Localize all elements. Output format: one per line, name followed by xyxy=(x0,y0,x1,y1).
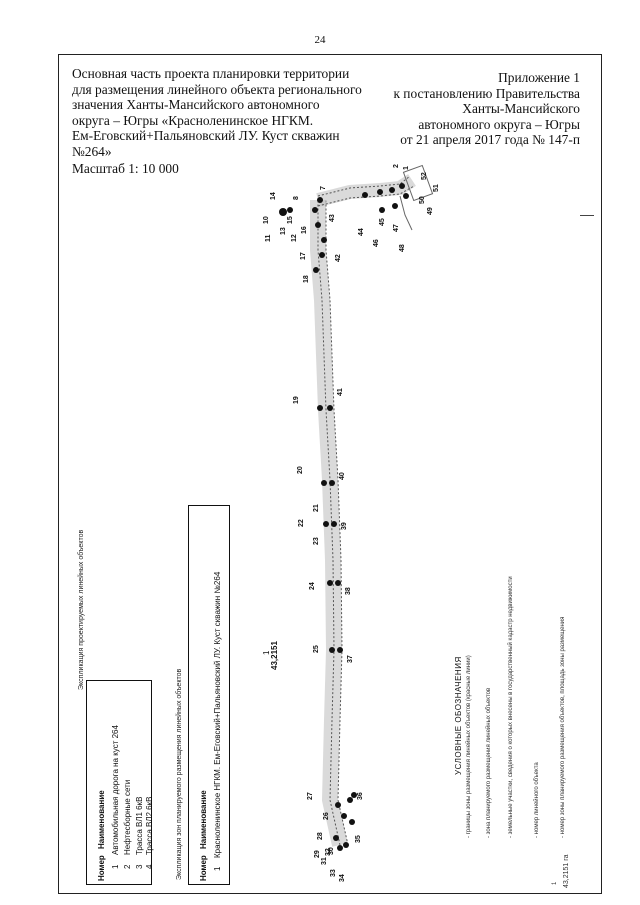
legend-row-number: 1 xyxy=(111,864,120,869)
margin-mark xyxy=(580,215,594,216)
svg-text:30: 30 xyxy=(328,847,335,855)
legend-row-name: Автомобильная дорога на куст 264 xyxy=(111,725,120,855)
title-line: №264» xyxy=(72,143,112,159)
svg-text:24: 24 xyxy=(309,582,316,590)
legend-zone-header-number: Номер xyxy=(199,855,208,881)
svg-text:27: 27 xyxy=(307,792,314,800)
svg-text:11: 11 xyxy=(265,234,272,242)
appendix-line: автономного округа – Югры xyxy=(418,116,580,132)
title-line: значения Ханты-Мансийского автономного xyxy=(72,97,320,113)
svg-text:49: 49 xyxy=(427,207,434,215)
legend-header-name: Наименование xyxy=(97,790,106,849)
legend-zone-row-number: 1 xyxy=(213,866,222,871)
svg-text:12: 12 xyxy=(291,234,298,242)
legend-header-number: Номер xyxy=(97,855,106,881)
svg-text:50: 50 xyxy=(419,196,426,204)
legend-row-name: Трасса ВЛ1 6кВ xyxy=(135,796,144,855)
svg-text:35: 35 xyxy=(355,835,362,843)
map-sheet xyxy=(58,54,602,894)
legend-zone-row-name: Красноленинское НГКМ. Ем-Еговский+Пальян… xyxy=(213,571,222,858)
svg-text:46: 46 xyxy=(373,239,380,247)
svg-text:8: 8 xyxy=(293,196,300,200)
zone-area: 43,2151 xyxy=(270,641,279,670)
map-scale: Масштаб 1: 10 000 xyxy=(72,160,179,176)
legend-zone-header-name: Наименование xyxy=(199,790,208,849)
legend-row-number: 3 xyxy=(135,864,144,869)
convention-item: - зона планируемого размещения линейных … xyxy=(486,687,492,838)
svg-text:38: 38 xyxy=(345,587,352,595)
svg-text:26: 26 xyxy=(323,812,330,820)
svg-text:36: 36 xyxy=(357,792,364,800)
appendix-line: Приложение 1 xyxy=(498,70,580,85)
svg-text:37: 37 xyxy=(347,655,354,663)
svg-text:17: 17 xyxy=(300,252,307,260)
svg-text:33: 33 xyxy=(330,869,337,877)
svg-text:52: 52 xyxy=(421,172,428,180)
legend-row-name: Трасса ВЛ2 6кВ xyxy=(145,796,154,855)
corridor-zone xyxy=(310,164,434,847)
svg-text:31: 31 xyxy=(321,857,328,865)
title-line: округа – Югры «Красноленинское НГКМ. xyxy=(72,112,314,128)
svg-text:42: 42 xyxy=(335,254,342,262)
svg-text:18: 18 xyxy=(303,275,310,283)
convention-sample-area: 43,2151 га xyxy=(563,854,570,888)
legend-row-name: Нефтесборные сети xyxy=(123,779,132,855)
svg-text:7: 7 xyxy=(320,186,327,190)
page-number: 24 xyxy=(314,34,326,46)
svg-text:20: 20 xyxy=(297,466,304,474)
svg-text:29: 29 xyxy=(314,850,321,858)
svg-text:40: 40 xyxy=(339,472,346,480)
svg-text:2: 2 xyxy=(393,164,400,168)
svg-text:21: 21 xyxy=(313,504,320,512)
point-labels: 31 32 33 34 35 36 37 38 39 40 41 42 43 4… xyxy=(263,164,440,882)
survey-points xyxy=(279,183,409,851)
convention-item: - границы зоны размещения линейных объек… xyxy=(466,655,472,838)
svg-text:43: 43 xyxy=(329,214,336,222)
convention-item: - номер линейного объекта xyxy=(534,762,540,838)
appendix-header: Приложение 1 к постановлению Правительст… xyxy=(348,70,580,148)
appendix-line: Ханты-Мансийского xyxy=(462,101,580,117)
svg-text:32: 32 xyxy=(325,848,332,856)
legend-zone-table: Номер Наименование 1 Красноленинское НГК… xyxy=(188,505,230,885)
legend-zone-title: Экспликация зон планируемого размещения … xyxy=(176,668,183,880)
legend-row-number: 2 xyxy=(123,864,132,869)
legend-objects-title: Экспликация проектируемых линейных объек… xyxy=(78,529,85,690)
svg-text:16: 16 xyxy=(301,226,308,234)
svg-text:25: 25 xyxy=(313,645,320,653)
svg-text:51: 51 xyxy=(433,184,440,192)
legend-row-number: 4 xyxy=(145,864,154,869)
svg-text:45: 45 xyxy=(379,218,386,226)
convention-item: - земельные участки, сведения о которых … xyxy=(508,576,514,838)
svg-text:10: 10 xyxy=(263,216,270,224)
conventions-title: УСЛОВНЫЕ ОБОЗНАЧЕНИЯ xyxy=(454,656,463,775)
appendix-line: к постановлению Правительства xyxy=(393,85,580,101)
legend-objects-table: Номер Наименование 1 Автомобильная дорог… xyxy=(86,680,154,885)
svg-text:39: 39 xyxy=(341,522,348,530)
svg-text:41: 41 xyxy=(337,388,344,396)
svg-text:23: 23 xyxy=(313,537,320,545)
title-line: Ем-Еговский+Пальяновский ЛУ. Куст скважи… xyxy=(72,128,340,144)
svg-text:15: 15 xyxy=(287,216,294,224)
svg-text:47: 47 xyxy=(393,224,400,232)
svg-text:22: 22 xyxy=(298,519,305,527)
svg-text:34: 34 xyxy=(339,874,346,882)
svg-text:28: 28 xyxy=(317,832,324,840)
svg-text:13: 13 xyxy=(280,227,287,235)
convention-item: - номер зоны планируемого размещения объ… xyxy=(560,616,566,838)
document-title: Основная часть проекта планировки террит… xyxy=(72,66,372,176)
title-line: Основная часть проекта планировки террит… xyxy=(72,66,350,81)
svg-text:19: 19 xyxy=(293,396,300,404)
svg-text:1: 1 xyxy=(403,166,410,170)
svg-text:48: 48 xyxy=(399,244,406,252)
svg-text:14: 14 xyxy=(270,192,277,200)
title-line: для размещения линейного объекта региона… xyxy=(72,81,362,97)
svg-text:44: 44 xyxy=(358,228,365,236)
appendix-line: от 21 апреля 2017 года № 147-п xyxy=(400,132,580,148)
convention-sample-number: 1 xyxy=(552,881,558,885)
